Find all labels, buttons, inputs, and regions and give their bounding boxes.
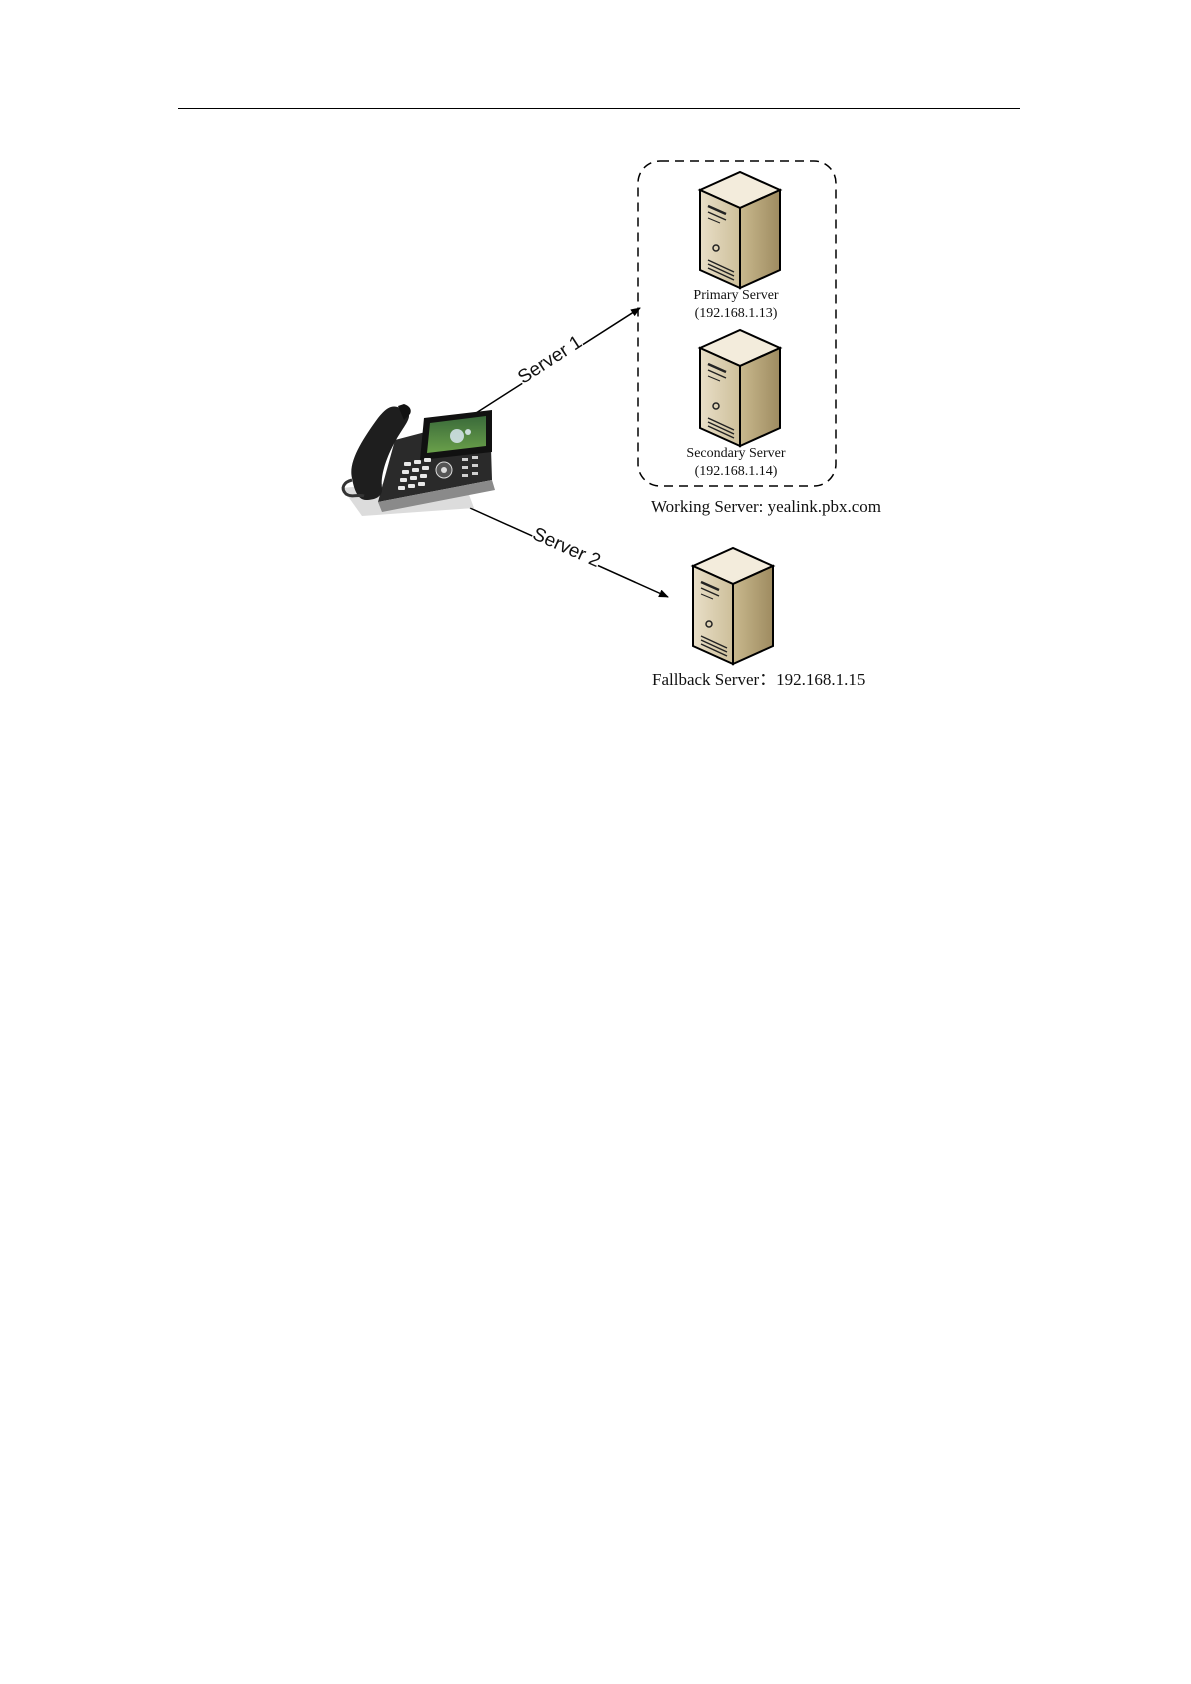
primary-server-ip: (192.168.1.13) <box>695 306 778 321</box>
server-2-label: Server 2 <box>529 524 603 572</box>
server-1-label: Server 1 <box>514 332 586 389</box>
fallback-server-label: Fallback Server：192.168.1.15 <box>652 670 865 689</box>
fallback-server-icon <box>693 548 773 664</box>
primary-server-icon <box>700 172 780 288</box>
secondary-server-name: Secondary Server <box>686 446 785 461</box>
primary-server-name: Primary Server <box>693 288 778 303</box>
secondary-server-icon <box>700 330 780 446</box>
working-server-label: Working Server: yealink.pbx.com <box>651 497 881 516</box>
secondary-server-ip: (192.168.1.14) <box>695 464 778 479</box>
ip-phone-icon <box>342 404 495 516</box>
